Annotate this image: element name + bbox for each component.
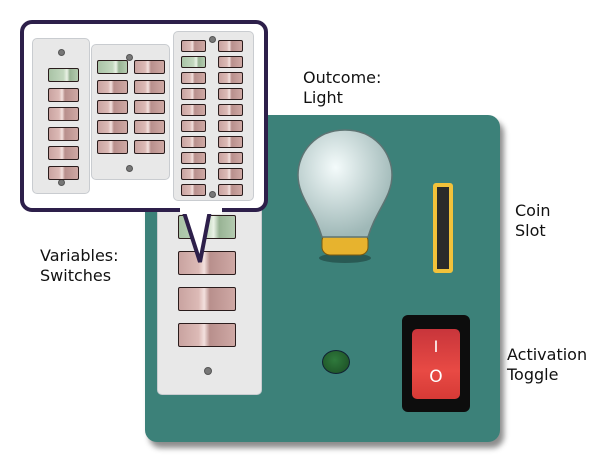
- variable-switch[interactable]: [178, 323, 236, 347]
- callout-switch: [48, 87, 79, 102]
- callout-switch: [134, 120, 165, 134]
- callout-switch: [218, 152, 243, 164]
- coin-slot-label: Coin Slot: [515, 201, 551, 241]
- switches-callout: [20, 20, 268, 212]
- callout-switch: [181, 152, 206, 164]
- callout-switch: [97, 80, 128, 94]
- callout-switch: [134, 100, 165, 114]
- callout-switch: [48, 68, 79, 82]
- activation-toggle[interactable]: I O: [402, 315, 470, 412]
- callout-switch: [218, 88, 243, 100]
- screw-icon: [209, 36, 216, 43]
- variables-label: Variables: Switches: [40, 246, 119, 286]
- callout-switch: [218, 120, 243, 132]
- toggle-rocker[interactable]: I O: [412, 329, 460, 399]
- callout-switch: [97, 100, 128, 114]
- callout-switch: [181, 56, 206, 68]
- callout-switch: [181, 136, 206, 148]
- screw-icon: [126, 54, 133, 61]
- callout-switch: [134, 80, 165, 94]
- callout-pointer: [178, 200, 214, 263]
- callout-switch-panel: [32, 38, 90, 194]
- callout-switch: [181, 88, 206, 100]
- variables-label-line1: Variables:: [40, 246, 119, 265]
- callout-switch: [48, 165, 79, 180]
- variable-switch[interactable]: [178, 251, 236, 275]
- variable-switch[interactable]: [178, 287, 236, 311]
- outcome-label: Outcome: Light: [303, 68, 381, 108]
- callout-switch: [48, 126, 79, 141]
- callout-switch: [134, 140, 165, 154]
- coin-slot[interactable]: [433, 183, 453, 273]
- callout-switch: [218, 40, 243, 52]
- callout-switch: [134, 60, 165, 74]
- screw-icon: [204, 367, 212, 375]
- callout-switch-panel: [173, 31, 254, 201]
- callout-switch: [97, 140, 128, 154]
- callout-switch: [97, 60, 128, 74]
- callout-switch: [181, 184, 206, 196]
- callout-switch: [181, 104, 206, 116]
- callout-switch: [218, 56, 243, 68]
- toggle-off-symbol: O: [429, 367, 443, 387]
- callout-switch: [218, 184, 243, 196]
- callout-switch: [181, 40, 206, 52]
- screw-icon: [126, 165, 133, 172]
- callout-switch: [218, 136, 243, 148]
- outcome-label-line2: Light: [303, 88, 343, 107]
- callout-switch: [218, 104, 243, 116]
- screw-icon: [209, 191, 216, 198]
- coin-label-line1: Coin: [515, 201, 551, 220]
- callout-switch-panel: [91, 44, 170, 180]
- screw-icon: [58, 179, 65, 186]
- callout-switch: [218, 72, 243, 84]
- screw-icon: [58, 49, 65, 56]
- callout-switch: [218, 168, 243, 180]
- main-switch-plate: [157, 195, 262, 395]
- coin-label-line2: Slot: [515, 221, 546, 240]
- callout-switch: [97, 120, 128, 134]
- outcome-label-line1: Outcome:: [303, 68, 382, 87]
- activation-label-line1: Activation: [507, 345, 588, 364]
- light-bulb-icon: [297, 129, 393, 263]
- callout-switch: [48, 146, 79, 160]
- callout-switch: [181, 120, 206, 132]
- indicator-led: [322, 350, 350, 374]
- callout-switch: [181, 168, 206, 180]
- toggle-on-symbol: I: [433, 337, 439, 356]
- activation-label-line2: Toggle: [507, 365, 559, 384]
- activation-label: Activation Toggle: [507, 345, 587, 385]
- callout-switch: [181, 72, 206, 84]
- variables-label-line2: Switches: [40, 266, 112, 285]
- callout-switch: [48, 107, 79, 121]
